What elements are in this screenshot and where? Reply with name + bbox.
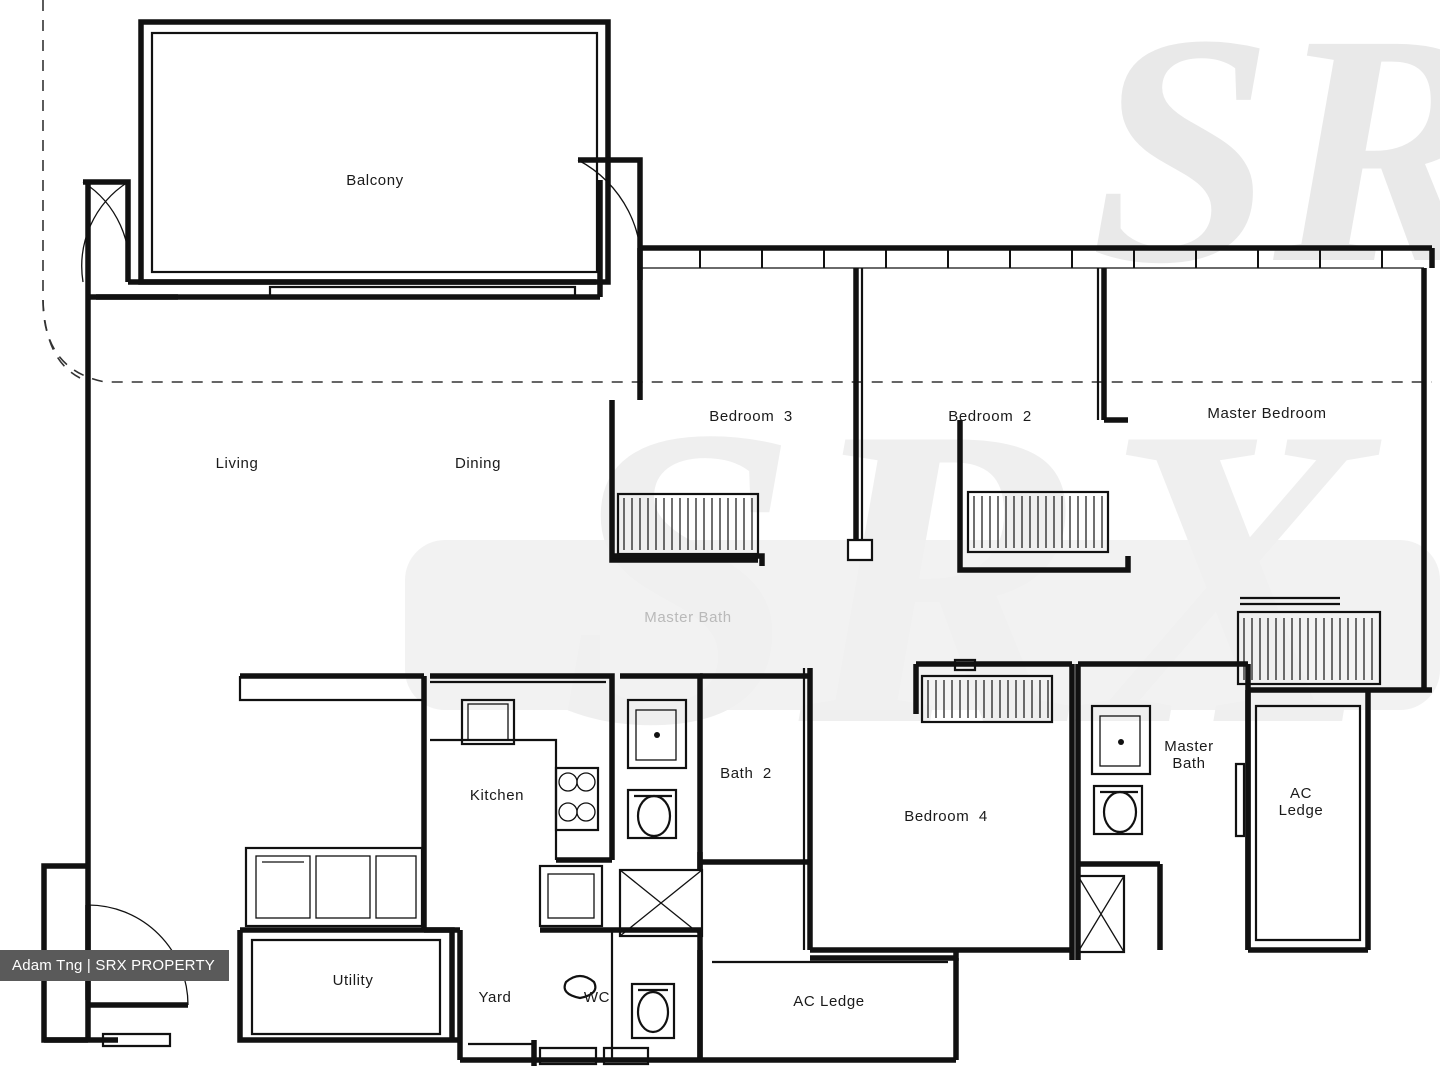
room-label-ac-ledge-right: AC Ledge bbox=[1278, 785, 1324, 820]
room-label-yard: Yard bbox=[478, 989, 512, 1006]
room-label-bedroom-4: Bedroom 4 bbox=[904, 808, 988, 825]
room-label-master-bath: Master Bath bbox=[1164, 738, 1214, 773]
room-label-bedroom-3: Bedroom 3 bbox=[709, 408, 793, 425]
room-label-master-bedroom: Master Bedroom bbox=[1207, 405, 1327, 422]
credit-watermark-bar: Adam Tng | SRX PROPERTY bbox=[0, 950, 230, 981]
room-label-master-bath-obscured: Master Bath bbox=[644, 609, 732, 626]
room-label-ac-ledge-bottom: AC Ledge bbox=[793, 993, 865, 1010]
room-label-kitchen: Kitchen bbox=[469, 787, 525, 804]
room-label-bath-2: Bath 2 bbox=[720, 765, 772, 782]
room-label-wc: WC bbox=[583, 989, 611, 1006]
room-label-living: Living bbox=[215, 455, 259, 472]
room-label-utility: Utility bbox=[332, 972, 374, 989]
room-label-bedroom-2: Bedroom 2 bbox=[948, 408, 1032, 425]
room-label-dining: Dining bbox=[454, 455, 502, 472]
room-label-balcony: Balcony bbox=[346, 172, 404, 189]
